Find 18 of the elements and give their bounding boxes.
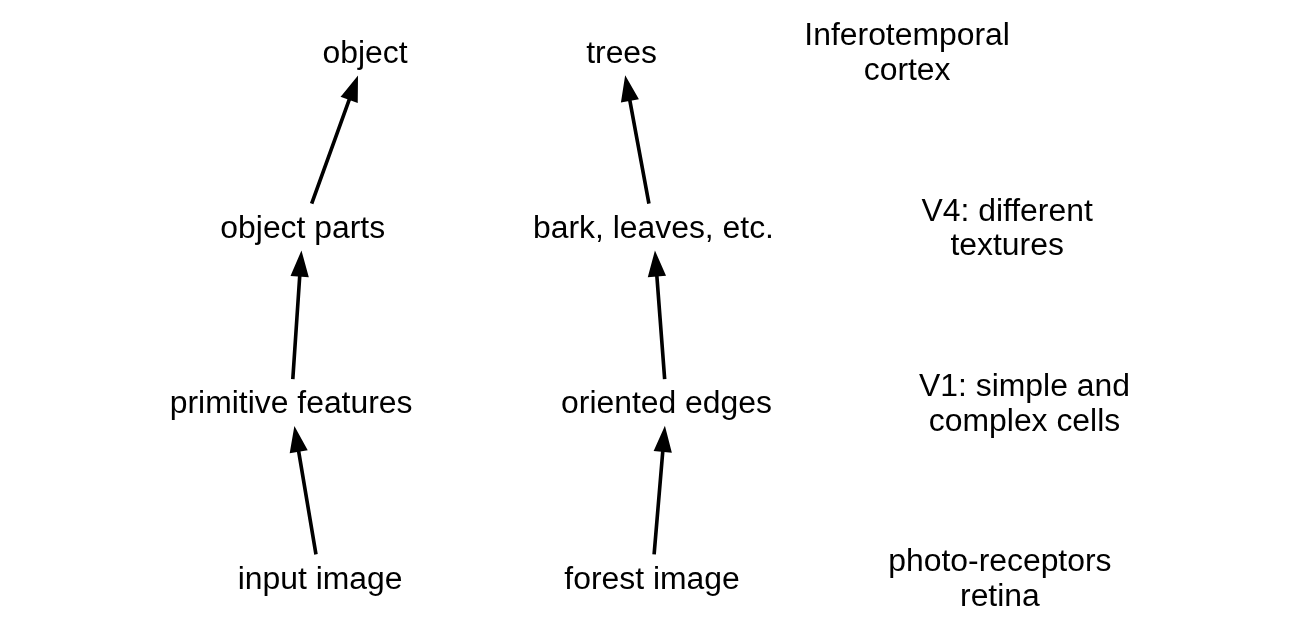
node-text: trees [586, 33, 658, 70]
label: photo-receptors retina [888, 542, 1112, 614]
label: Inferotemporal cortex [804, 16, 1010, 87]
node-text: object parts [220, 208, 386, 245]
arrow [620, 75, 651, 204]
arrow [289, 425, 318, 555]
node-text: primitive features [169, 384, 413, 421]
node-text: input image [237, 559, 403, 596]
node-text: bark, leaves, etc. [533, 208, 774, 245]
arrow [647, 250, 667, 380]
node-text: oriented edges [561, 384, 772, 421]
arrow [652, 425, 672, 555]
node-text: object [322, 33, 408, 70]
arrow [290, 250, 309, 380]
arrow [309, 75, 358, 205]
label: V1: simple and complex cells [919, 366, 1130, 438]
label: V4: different textures [921, 191, 1093, 263]
node-text: forest image [564, 559, 740, 596]
